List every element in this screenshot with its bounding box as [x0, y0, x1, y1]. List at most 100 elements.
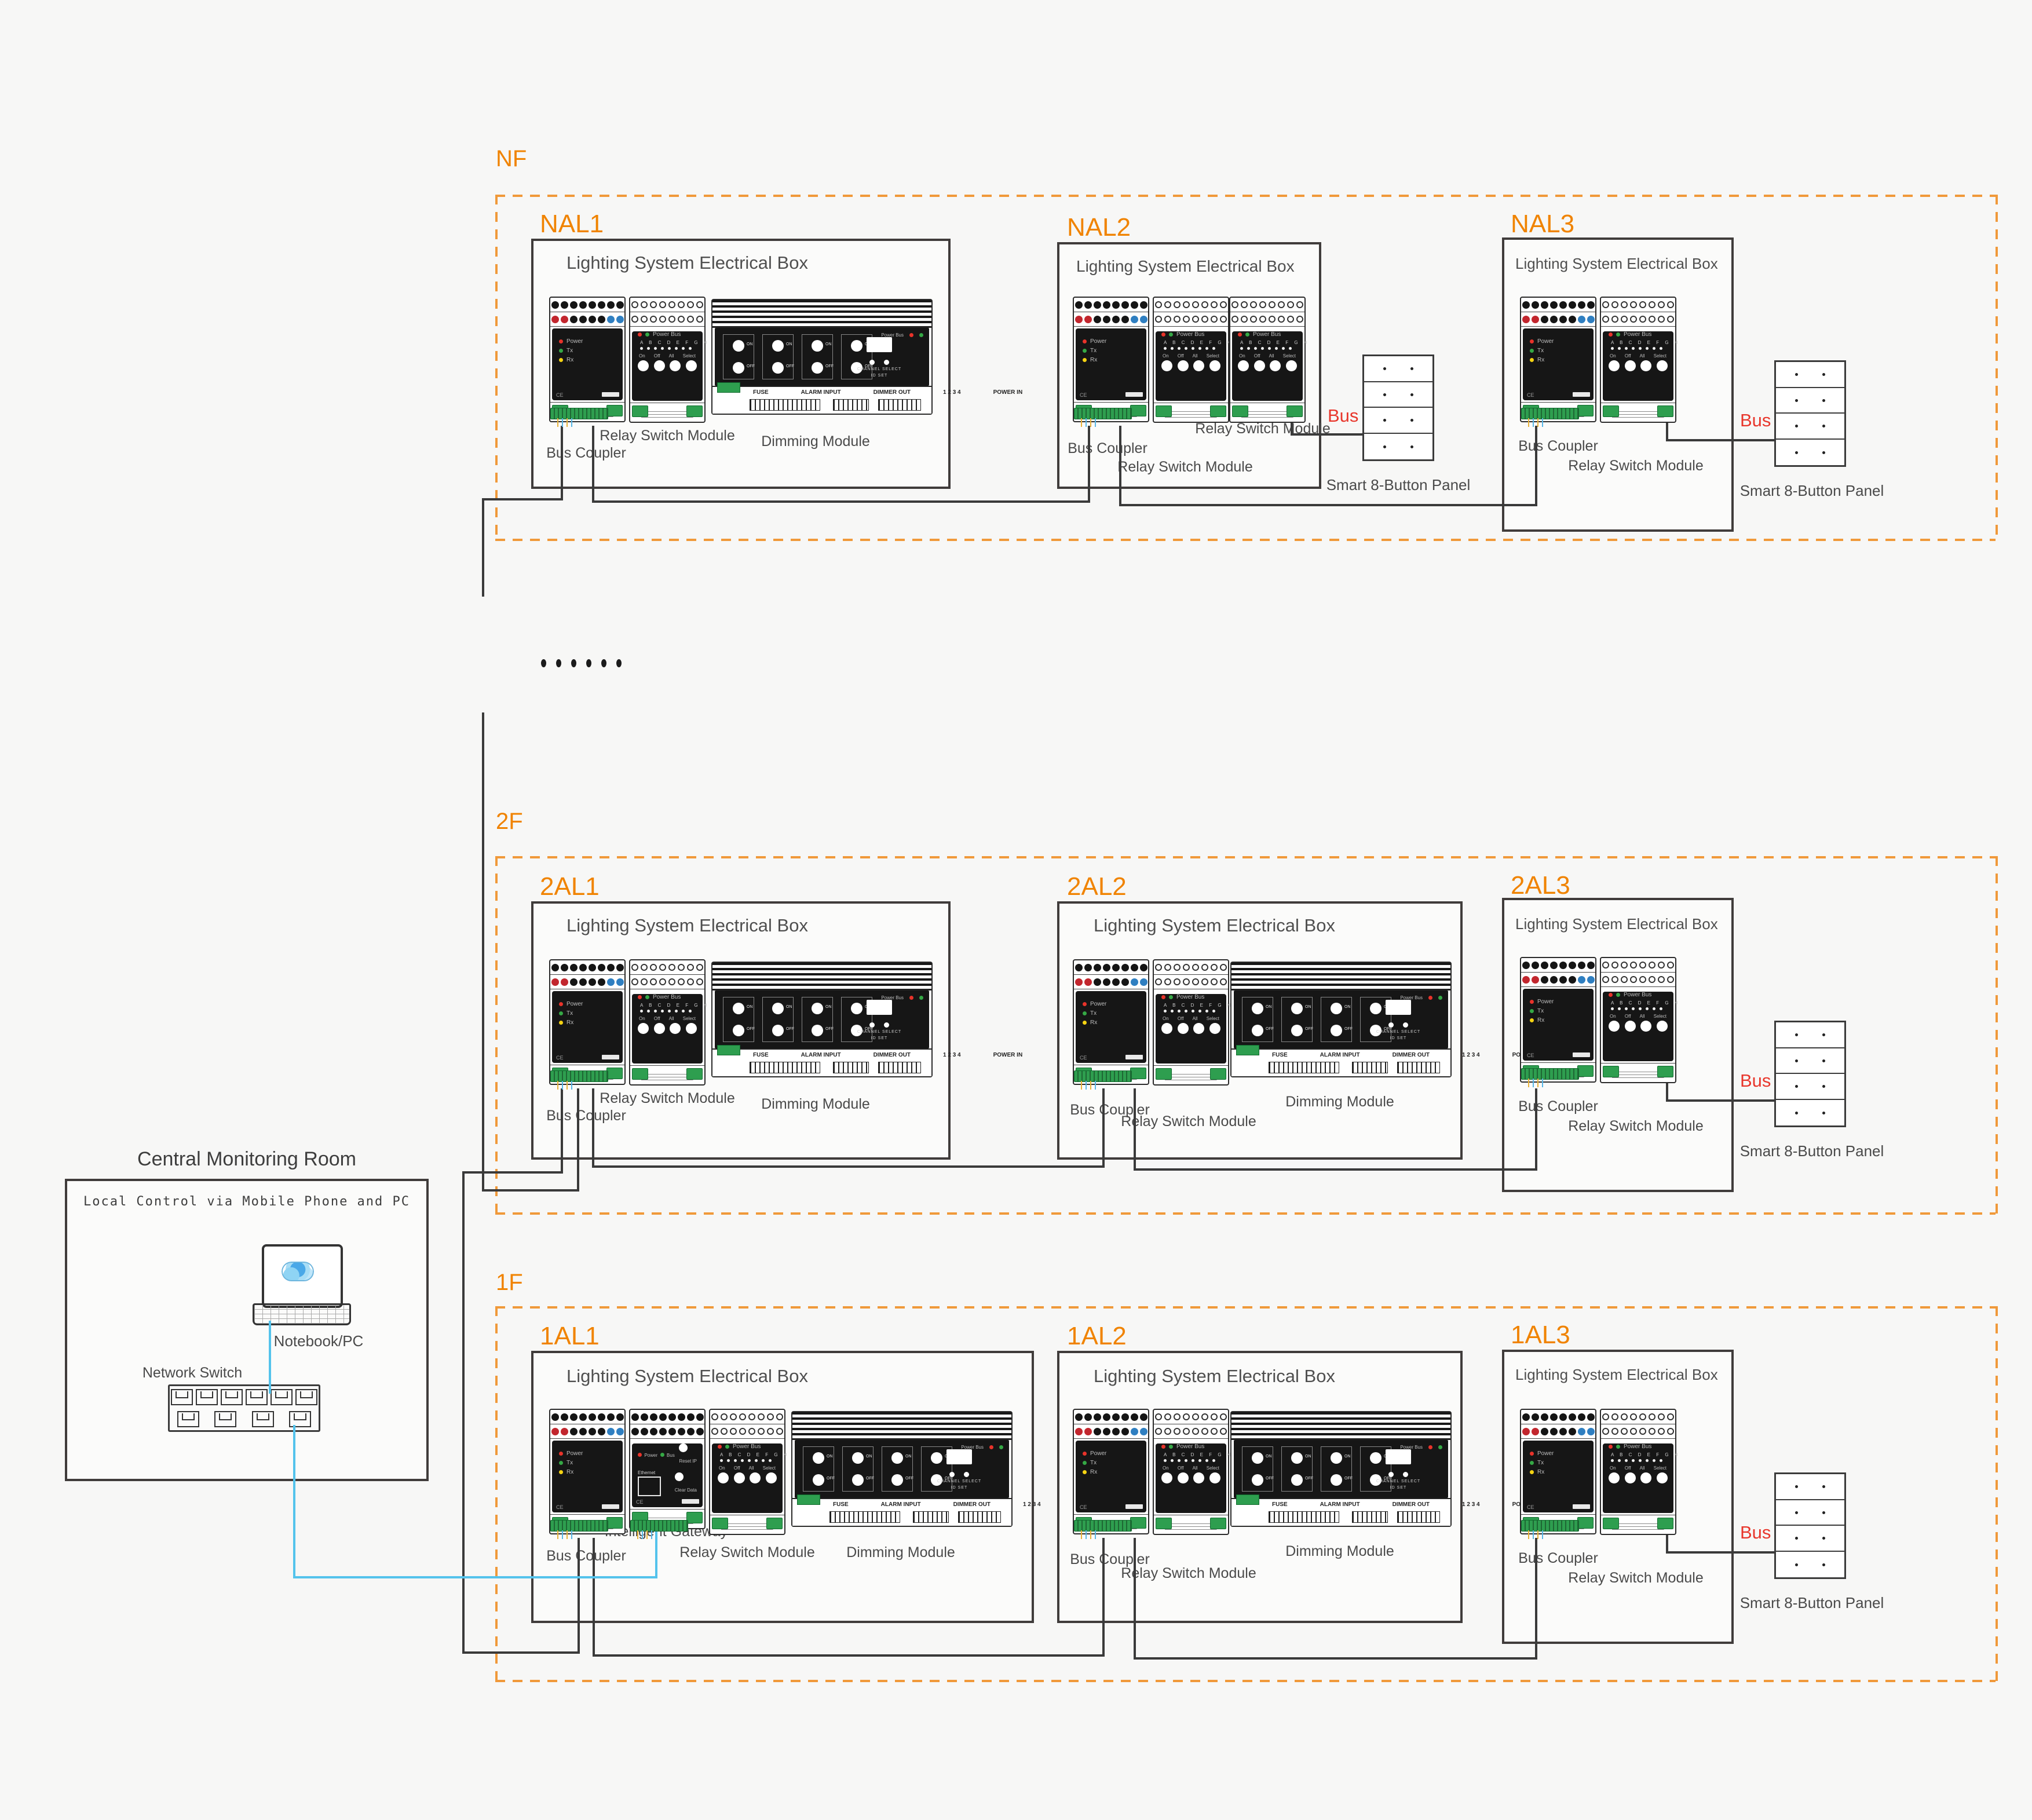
- channel-select-button: [1388, 1472, 1394, 1477]
- off-label: OFF: [1305, 1027, 1313, 1031]
- terminal-block: [878, 399, 921, 411]
- rj45-notch: [275, 1391, 288, 1398]
- screw-terminal: [1192, 301, 1199, 308]
- screw-terminal: [668, 316, 675, 323]
- on-label: ON: [825, 1005, 832, 1009]
- screw-terminal: [1112, 301, 1120, 309]
- channel-led: [769, 1459, 772, 1462]
- bottom-terminals: [1154, 1065, 1228, 1084]
- channel-on-button: ON: [772, 340, 792, 352]
- screw-terminal: [1639, 976, 1646, 983]
- channel-on-button: ON: [1291, 1452, 1311, 1464]
- round-button: [1161, 1472, 1172, 1483]
- screw-terminal: [659, 964, 666, 971]
- channel-select-button: [869, 360, 875, 365]
- bus-wire-segment: [592, 426, 594, 503]
- floor-boundary-right: [1996, 1306, 1998, 1682]
- green-terminal: [632, 1068, 648, 1080]
- terminal-block: [833, 399, 869, 411]
- screw-terminal: [1559, 1413, 1567, 1421]
- on-label: ON: [1305, 1005, 1311, 1009]
- screw-terminal: [1658, 1428, 1665, 1435]
- green-terminal: [1577, 1517, 1594, 1529]
- round-button: [1253, 360, 1265, 371]
- terminal-row: [1230, 298, 1304, 312]
- screw-terminal: [641, 301, 648, 308]
- channel-led: [1178, 347, 1181, 350]
- terminal-row: [1601, 1410, 1675, 1424]
- screw-terminal: [1130, 315, 1138, 323]
- button-label-select: Select: [1653, 1014, 1666, 1019]
- button-label-on: On: [1610, 1014, 1616, 1019]
- channel-off-button: OFF: [772, 1025, 794, 1036]
- channel-letters: A B C D E F G H: [1164, 1003, 1233, 1008]
- screw-terminal: [631, 978, 638, 985]
- power-bus-row: Power Bus: [718, 1443, 783, 1450]
- led-red: [1609, 993, 1613, 997]
- screw-terminal: [551, 1413, 559, 1421]
- screw-terminal: [721, 1428, 728, 1435]
- led-green: [660, 1453, 664, 1457]
- panel-button-dot: [1822, 1485, 1826, 1489]
- panel-caption: Smart 8-Button Panel: [1739, 1594, 1884, 1611]
- green-terminal: [1287, 405, 1303, 417]
- green-terminal: [1577, 405, 1594, 416]
- power-bus-label: Power Bus: [1176, 994, 1205, 1000]
- screw-terminal: [1639, 316, 1646, 323]
- channel-led: [1192, 347, 1194, 350]
- power-bus-row: Power Bus: [1238, 331, 1303, 338]
- bus-wire-segment: [1102, 1088, 1105, 1168]
- green-terminal: [1657, 1066, 1673, 1077]
- module-caption-bus_coupler: Bus Coupler: [1518, 1098, 1598, 1114]
- green-terminal: [686, 405, 703, 417]
- screw-terminal: [1649, 962, 1655, 969]
- screw-terminal: [1667, 316, 1674, 323]
- screw-terminal: [1192, 964, 1199, 971]
- off-label: OFF: [1344, 1477, 1353, 1481]
- led-red: [718, 1445, 722, 1449]
- channel-led: [1653, 1007, 1655, 1010]
- rj45-port: [245, 1389, 268, 1405]
- screw-terminal: [668, 964, 675, 971]
- channel-on-button: ON: [813, 1452, 833, 1464]
- electrical-box-title: Lighting System Electrical Box: [1515, 255, 1718, 272]
- laptop-keyboard: [253, 1303, 351, 1325]
- green-mini-terminal: [717, 1045, 740, 1055]
- rj45-notch: [299, 1391, 313, 1398]
- led-green: [1616, 1445, 1620, 1449]
- power-bus-label: Power Bus: [1176, 1443, 1205, 1450]
- room-subtitle: Local Control via Mobile Phone and PC: [83, 1194, 411, 1209]
- panel-button-row: [1776, 388, 1844, 414]
- round-button: [1209, 360, 1220, 371]
- button-row: [1609, 1021, 1668, 1032]
- fan-wire: [557, 1530, 558, 1539]
- box-label-1AL3: 1AL3: [1511, 1321, 1570, 1349]
- round-button: [638, 360, 649, 371]
- channel-led: [1660, 347, 1662, 350]
- button-label-select: Select: [1206, 353, 1219, 359]
- screw-terminal: [1639, 301, 1646, 308]
- smart-8-button-panel: [1774, 360, 1846, 467]
- round-button: [1640, 1021, 1652, 1032]
- screw-terminal: [1211, 978, 1218, 985]
- panel-button-row: [1776, 1074, 1844, 1100]
- ellipsis-dot: [616, 659, 622, 667]
- channel-led: [1192, 1459, 1194, 1462]
- bus-wire-segment: [1666, 1523, 1668, 1554]
- screw-terminal: [1587, 301, 1595, 309]
- terminal-block: [1352, 1511, 1388, 1523]
- screw-terminal: [1522, 1427, 1530, 1435]
- screw-terminal: [1164, 316, 1171, 323]
- led-label: Rx: [1090, 356, 1098, 363]
- box-label-1AL1: 1AL1: [540, 1322, 600, 1350]
